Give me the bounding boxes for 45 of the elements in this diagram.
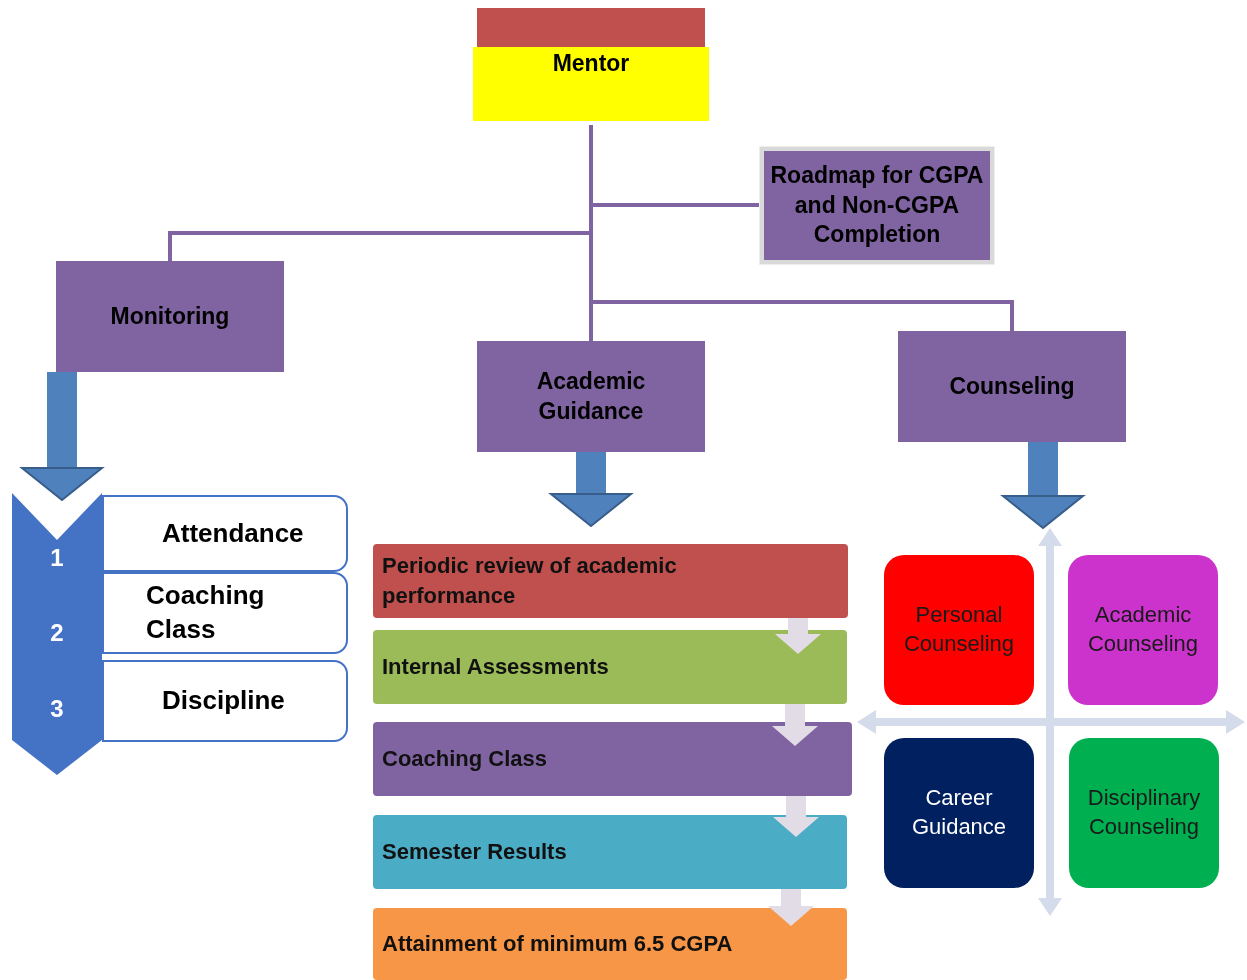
step-label: Periodic review of academic performance [382, 552, 678, 610]
step-label: Semester Results [382, 838, 567, 867]
process-box [56, 261, 284, 372]
quadrant-label: Disciplinary Counseling [1086, 784, 1202, 841]
item-label: Coaching Class [146, 579, 266, 646]
list-item-box [102, 660, 348, 742]
item-label: Attendance [162, 516, 304, 550]
item-label: Discipline [162, 684, 285, 718]
node-label: Counseling [949, 371, 1075, 401]
block-arrow [21, 372, 103, 501]
process-box [898, 331, 1126, 442]
block-arrow [768, 889, 814, 926]
step-bar [373, 815, 847, 889]
block-arrow [550, 452, 632, 527]
node-label: Roadmap for CGPA and Non-CGPA Completion [770, 160, 984, 250]
step-label: Internal Assessments [382, 653, 609, 682]
step-label: Attainment of minimum 6.5 CGPA [382, 930, 733, 959]
quadrant-box [1069, 738, 1219, 888]
node-label: Academic Guidance [535, 366, 647, 426]
step-bar [373, 630, 847, 704]
block-arrow [1002, 442, 1084, 529]
step-bar [373, 544, 848, 618]
node-title: Mentor [552, 49, 630, 78]
quadrant-box [884, 555, 1034, 705]
quadrant-box [1068, 555, 1218, 705]
block-arrow [775, 618, 821, 654]
quadrant-label: Academic Counseling [1086, 601, 1200, 658]
connector-line [589, 125, 1014, 331]
block-arrow [772, 704, 818, 746]
step-bar [373, 722, 852, 796]
title-box [473, 8, 709, 121]
quadrant-box [884, 738, 1034, 888]
quadrant-label: Personal Counseling [902, 601, 1016, 658]
step-bar [373, 908, 847, 980]
quadrant-label: Career Guidance [910, 784, 1008, 841]
node-label: Monitoring [110, 301, 230, 331]
step-label: Coaching Class [382, 745, 548, 774]
list-item-box [102, 572, 348, 654]
step-number: 1 [49, 543, 65, 573]
step-number: 3 [49, 694, 65, 724]
process-box [477, 341, 705, 452]
roadmap-box [760, 147, 994, 264]
list-item-box [102, 495, 348, 572]
step-number: 2 [49, 618, 65, 648]
block-arrow [773, 796, 819, 837]
